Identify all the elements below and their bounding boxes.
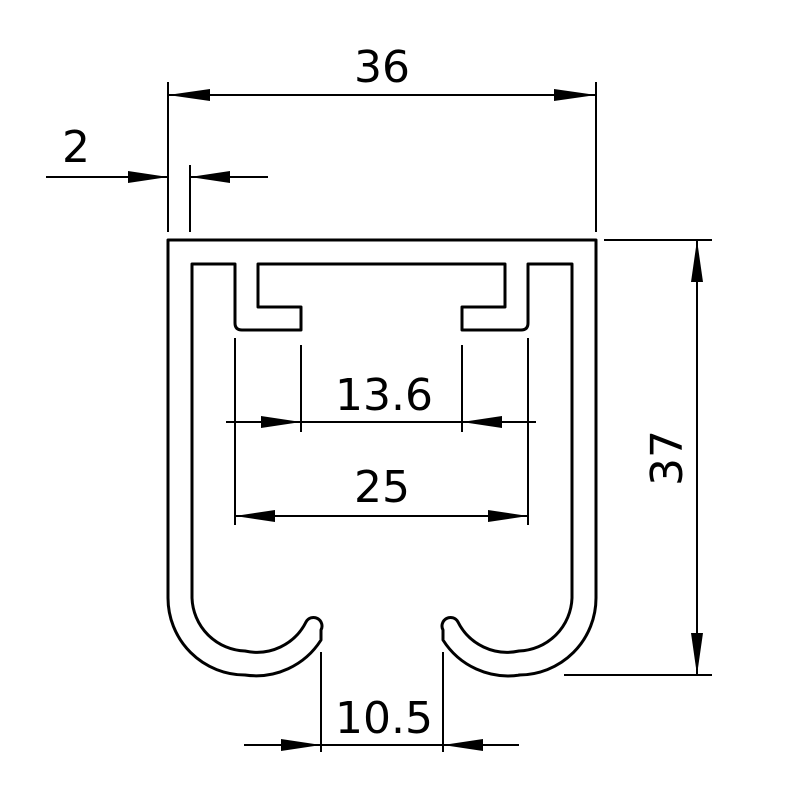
dim-label-13-6: 13.6 (335, 370, 433, 421)
dim-label-10-5: 10.5 (335, 693, 433, 744)
dim-inner-width: 25 (234, 338, 529, 525)
dim-overall-width: 36 (167, 42, 597, 232)
aluminium-profile (166, 238, 598, 678)
dim-bottom-gap: 10.5 (244, 652, 519, 752)
dim-label-2: 2 (62, 122, 90, 173)
dim-overall-height: 37 (564, 239, 712, 676)
dim-label-37: 37 (642, 430, 693, 486)
dim-label-36: 36 (354, 42, 410, 93)
dim-slot-opening: 13.6 (226, 345, 536, 432)
dim-label-25: 25 (354, 462, 410, 513)
dim-wall-thickness: 2 (46, 122, 268, 232)
